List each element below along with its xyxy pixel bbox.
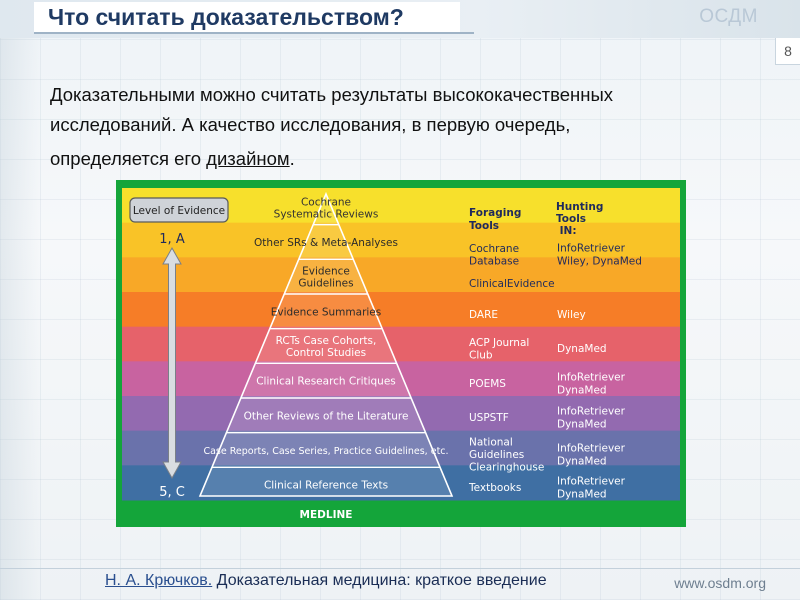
side-decoration: [0, 0, 40, 600]
pyramid-level-label: Clinical Research Critiques: [256, 376, 396, 388]
pyramid-level-label: Other Reviews of the Literature: [244, 410, 409, 422]
title-box: [34, 2, 460, 32]
pyramid-level-label: Clinical Reference Texts: [264, 480, 388, 492]
foraging-tool-entry: POEMS: [469, 378, 506, 390]
hunting-tool-entry: DynaMed: [557, 343, 607, 355]
pyramid-level-label: RCTs Case Cohorts,Control Studies: [276, 335, 377, 359]
double-arrow-icon: [162, 246, 182, 480]
color-band: [122, 465, 680, 501]
footer-website: www.osdm.org: [674, 575, 766, 591]
color-band: [122, 222, 680, 258]
body-line-1: Доказательными можно считать результаты …: [50, 84, 614, 105]
foraging-tool-entry: ClinicalEvidence: [469, 278, 555, 290]
page-number: 8: [775, 38, 800, 65]
level-of-evidence-label: Level of Evidence: [133, 205, 225, 217]
color-band: [122, 361, 680, 397]
hunting-tool-entry: Wiley: [557, 309, 586, 321]
pyramid-level-label: Evidence Summaries: [271, 306, 382, 318]
color-band: [122, 257, 680, 293]
body-line-3: определяется его дизайном.: [50, 144, 740, 174]
body-paragraph: Доказательными можно считать результаты …: [50, 80, 740, 174]
color-band: [122, 326, 680, 362]
title-underline: [34, 32, 474, 34]
footer-author: Н. А. Крючков.: [105, 572, 213, 589]
level-of-evidence-box: Level of Evidence: [129, 197, 229, 223]
body-line-3-prefix: определяется его: [50, 148, 207, 169]
body-line-3-suffix: .: [289, 148, 295, 169]
foraging-tool-entry: USPSTF: [469, 412, 509, 424]
top-marker: 1, A: [159, 232, 185, 247]
body-line-2: исследований. А качество исследования, в…: [50, 114, 571, 135]
pyramid-level-label: Case Reports, Case Series, Practice Guid…: [203, 446, 448, 457]
pyramid: [198, 191, 454, 497]
bottom-marker: 5, C: [159, 485, 185, 500]
pyramid-outline: [198, 191, 454, 497]
foraging-tool-entry: DARE: [469, 309, 498, 321]
medline-label: MEDLINE: [300, 509, 353, 521]
slide-title: Что считать доказательством?: [48, 4, 404, 30]
arrow-shape: [162, 246, 182, 480]
level-of-evidence-frame: [129, 197, 229, 223]
footer-text: Н. А. Крючков. Доказательная медицина: к…: [105, 572, 547, 590]
footer-subtitle: Доказательная медицина: краткое введение: [212, 572, 547, 589]
emphasis-word: дизайном: [206, 148, 290, 169]
pyramid-level-label: Other SRs & Meta-Analyses: [254, 237, 398, 249]
color-band: [122, 396, 680, 432]
brand-logo-text: ОСДМ: [699, 6, 758, 27]
footer-divider: [0, 568, 800, 569]
color-band: [122, 292, 680, 328]
foraging-tool-entry: Textbooks: [468, 482, 521, 494]
